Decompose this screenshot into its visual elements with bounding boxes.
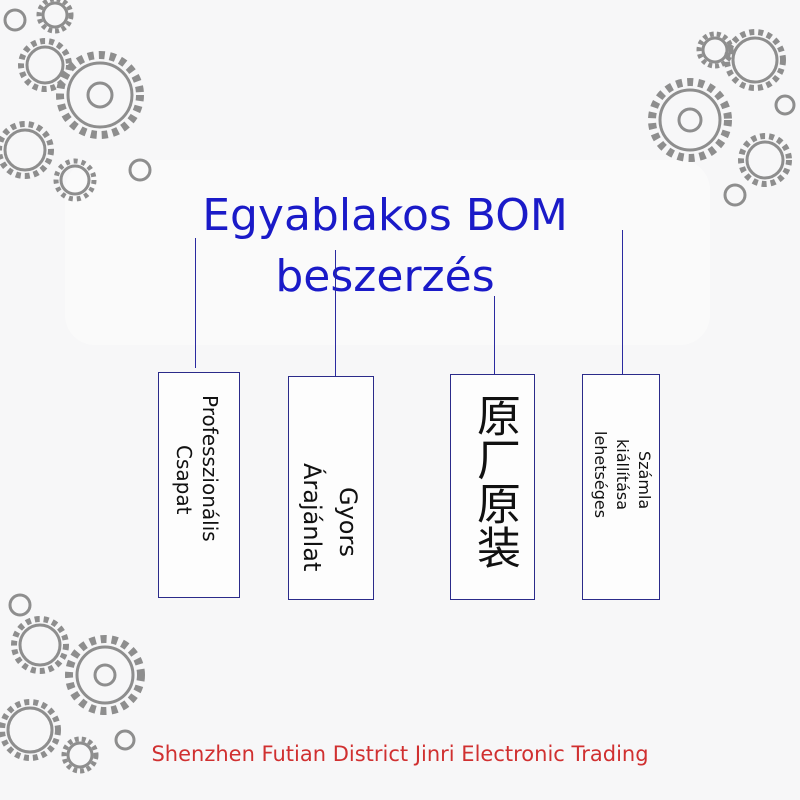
feature-box-label-line-3: lehetséges [591,431,610,519]
feature-box-quick-quote: Gyors Árajánlat [288,376,374,600]
feature-box-label-line-2: Csapat [172,445,196,515]
page-title-line-2: beszerzés [275,251,495,302]
feature-box-label-line-2: Árajánlat [298,463,326,572]
connector-line [622,230,623,375]
feature-box-professional-team: Professzionális Csapat [158,372,240,598]
feature-box-label-line-1: Gyors [334,487,362,557]
page-title-line-1: Egyablakos BOM [202,190,568,241]
connector-line [494,296,495,376]
feature-box-label-line-1: Számla [635,451,654,510]
gears-top-left-image [0,0,155,205]
feature-box-label-line-1: 原厂原装 [469,393,520,569]
feature-box-label-line-1: Professzionális [198,395,222,542]
feature-box-original-genuine: 原厂原装 [450,374,535,600]
title-panel [65,160,710,345]
gears-top-right-image [645,20,800,210]
gears-bottom-left-image [0,590,150,775]
connector-line [335,250,336,380]
connector-line [195,238,196,368]
feature-box-invoice-available: Számla kiállítása lehetséges [582,374,660,600]
company-name-footer: Shenzhen Futian District Jinri Electroni… [151,742,649,766]
feature-box-label-line-2: kiállítása [613,439,632,511]
